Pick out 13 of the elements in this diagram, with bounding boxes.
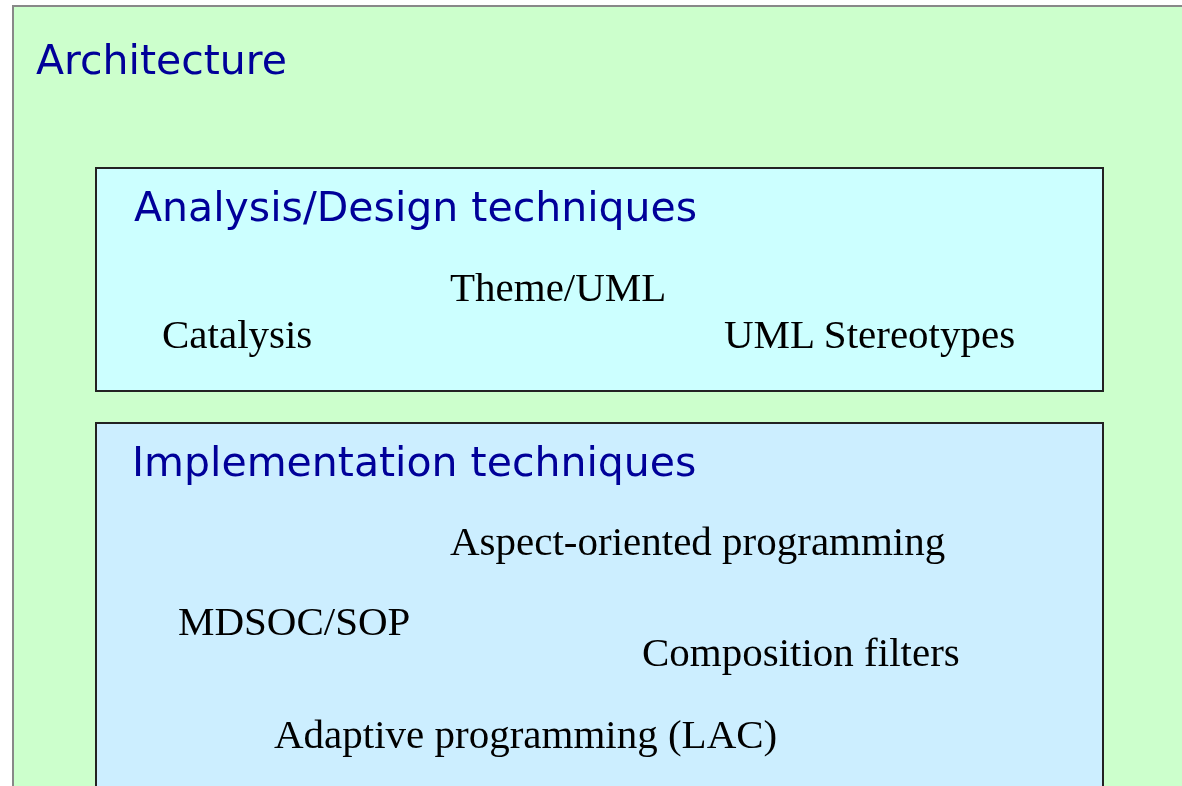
panel-heading: Architecture xyxy=(36,37,287,85)
technique-label: Aspect-oriented programming xyxy=(450,518,946,566)
inner-panel xyxy=(95,167,1104,392)
technique-label: MDSOC/SOP xyxy=(178,598,411,646)
panel-heading: Analysis/Design techniques xyxy=(134,184,698,232)
technique-label: UML Stereotypes xyxy=(724,311,1016,359)
technique-label: Adaptive programming (LAC) xyxy=(274,711,778,759)
technique-label: Composition filters xyxy=(642,629,960,677)
technique-label: Theme/UML xyxy=(450,264,667,312)
panel-heading: Implementation techniques xyxy=(132,439,697,487)
inner-panel xyxy=(95,422,1104,786)
technique-label: Catalysis xyxy=(162,311,313,359)
outer-panel xyxy=(12,5,1182,786)
